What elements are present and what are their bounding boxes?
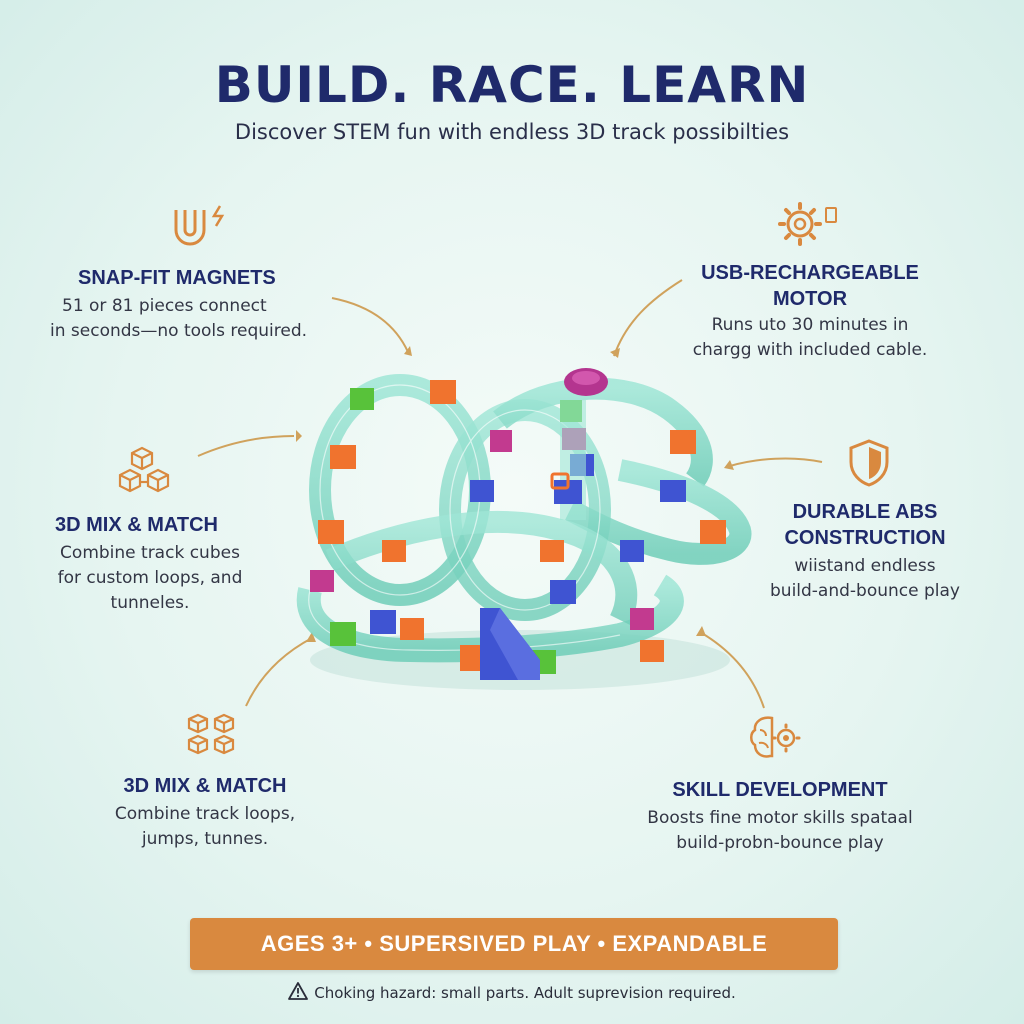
arrow-durable [729,457,823,467]
stacked-cubes-icon [184,712,244,768]
feature-magnets-line2: in seconds—no tools required. [50,321,308,341]
feature-durable-line1: wiistand endless [794,556,936,576]
page-title: BUILD. RACE. LEARN [214,56,810,114]
feature-mix1-title: 3D MIX & MATCH [55,514,218,536]
feature-magnets-line1: 51 or 81 pieces connect [62,296,267,316]
choking-warning: Choking hazard: small parts. Adult supre… [0,982,1024,1004]
toy-car [550,472,570,490]
arrow-motor [613,279,683,357]
feature-mix1-line3: tunneles. [110,593,190,613]
feature-skill-line2: build-probn-bounce play [676,833,884,853]
warning-triangle-icon [288,982,309,1004]
feature-mix2-title: 3D MIX & MATCH [123,775,287,797]
feature-durable-line2: build-and-bounce play [770,581,960,601]
magnet-icon [168,200,240,256]
feature-mix2-line1: Combine track loops, [114,804,296,824]
page-subtitle: Discover STEM fun with endless 3D track … [234,120,790,144]
central-tower [554,368,608,520]
arrow-skill [699,631,765,709]
warning-text: Choking hazard: small parts. Adult supre… [314,984,736,1002]
arrow-mix2 [245,637,313,707]
feature-motor-title-line1: USB-RECHARGEABLE [701,262,919,284]
brain-gear-icon [746,712,806,764]
track-right [565,459,752,565]
feature-mix1-line1: Combine track cubes [60,543,240,563]
feature-motor-line1: Runs uto 30 minutes in [711,315,909,335]
cubes-icon [118,444,182,496]
gear-icon [774,196,844,252]
age-banner: AGES 3+ • SUPERSIVED PLAY • EXPANDABLE [190,918,838,970]
feature-motor-title-line2: MOTOR [772,288,848,310]
feature-magnets-title: SNAP-FIT MAGNETS [78,267,276,289]
shield-icon [846,438,892,488]
feature-skill-line1: Boosts fine motor skills spataal [647,808,913,828]
arrow-mix1 [197,435,295,457]
feature-skill-title: SKILL DEVELOPMENT [672,779,888,801]
track-upper [493,377,713,487]
track-diagonal [325,511,638,625]
feature-mix2-line2: jumps, tunnes. [141,829,269,849]
feature-durable-title-line2: CONSTRUCTION [784,527,946,549]
track-set-illustration [296,368,752,690]
feature-mix1-line2: for custom loops, and [57,568,243,588]
arrow-magnets [331,297,409,353]
feature-motor-line2: chargg with included cable. [692,340,928,360]
feature-durable-title-line1: DURABLE ABS [792,501,938,523]
